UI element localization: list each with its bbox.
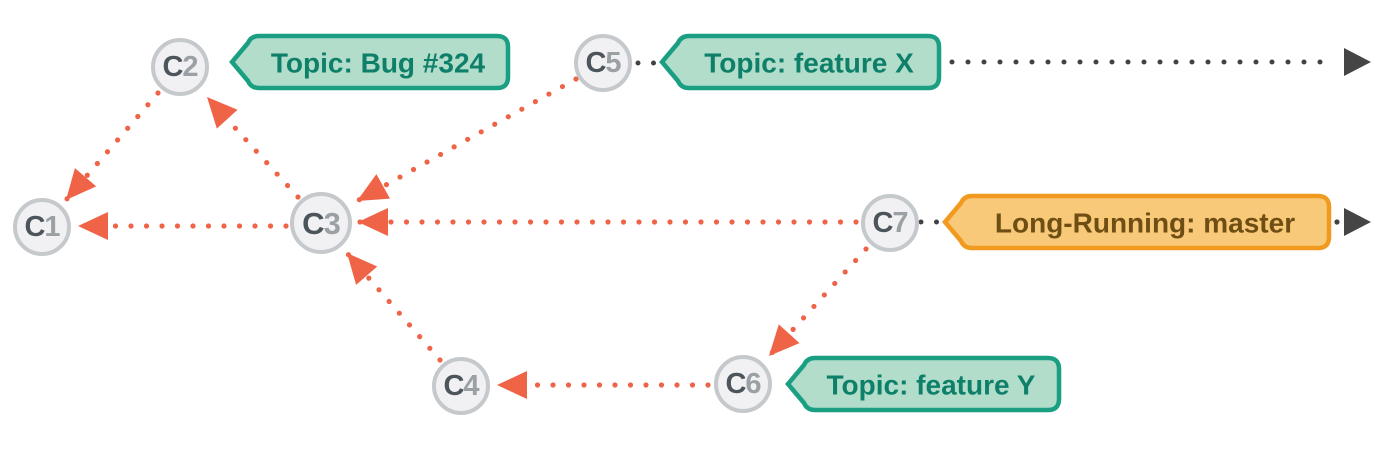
branch-badge-feature-x: Topic: feature X bbox=[659, 33, 942, 91]
timeline-arrowhead-feature-x bbox=[1344, 48, 1371, 76]
commit-label-prefix: C bbox=[872, 206, 893, 239]
branch-badge-feature-y: Topic: feature Y bbox=[785, 355, 1062, 413]
commit-label-prefix: C bbox=[162, 50, 183, 83]
commit-label-number: 1 bbox=[44, 210, 60, 243]
commit-label-prefix: C bbox=[24, 210, 45, 243]
branch-badge-master: Long-Running: master bbox=[942, 193, 1332, 251]
edge-c5-to-c3 bbox=[354, 76, 579, 204]
commit-label-prefix: C bbox=[725, 367, 746, 400]
commit-label-number: 5 bbox=[605, 46, 621, 79]
badge-bubble bbox=[942, 193, 1332, 251]
commit-label-number: 6 bbox=[745, 367, 761, 400]
commit-label-number: 7 bbox=[892, 206, 908, 239]
commit-label-number: 3 bbox=[323, 205, 341, 241]
badge-bubble bbox=[659, 33, 942, 91]
badge-label: Topic: feature X bbox=[704, 48, 914, 79]
commit-label-prefix: C bbox=[302, 205, 324, 241]
badge-bubble bbox=[229, 33, 511, 91]
edge-c4-to-c3 bbox=[344, 250, 443, 363]
branch-badge-bug-324: Topic: Bug #324 bbox=[229, 33, 511, 91]
timeline-dot-master bbox=[1334, 219, 1340, 225]
timeline-arrowhead-master bbox=[1344, 208, 1371, 236]
commit-label-prefix: C bbox=[443, 369, 464, 402]
commit-label-number: 4 bbox=[463, 369, 479, 402]
badge-label: Topic: Bug #324 bbox=[271, 48, 486, 79]
edge-c7-to-c6 bbox=[766, 246, 869, 359]
badge-label: Long-Running: master bbox=[995, 208, 1295, 239]
commit-label-number: 2 bbox=[182, 50, 198, 83]
edge-c3-to-c2 bbox=[204, 94, 301, 200]
badge-label: Topic: feature Y bbox=[826, 370, 1035, 401]
commit-label-prefix: C bbox=[585, 46, 606, 79]
edge-c2-to-c1 bbox=[63, 90, 161, 203]
badge-bubble bbox=[785, 355, 1062, 413]
